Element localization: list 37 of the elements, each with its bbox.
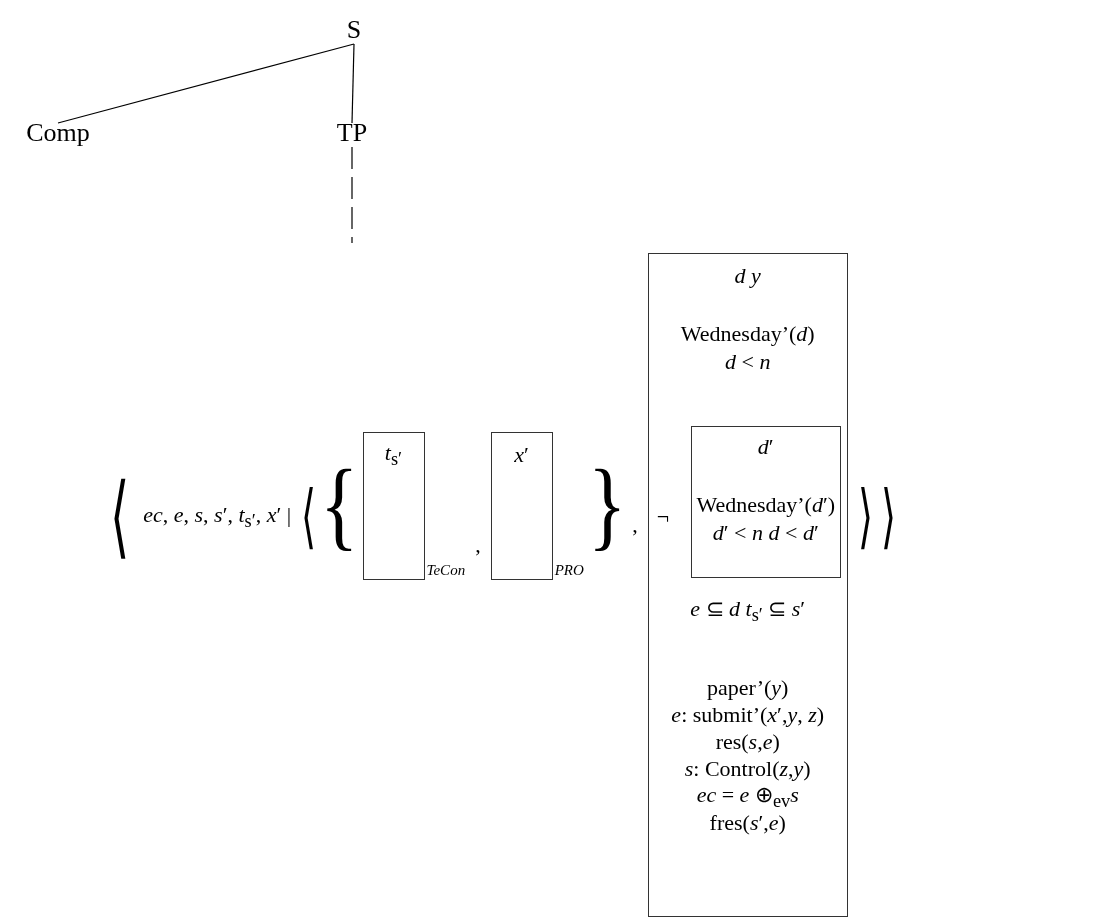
drs-box bbox=[362, 432, 425, 580]
formula-line: Wednesday’(d) bbox=[680, 321, 815, 347]
brace: } bbox=[587, 455, 627, 555]
angle-bracket: ⟨ bbox=[110, 472, 130, 562]
category-label: TP bbox=[336, 119, 368, 147]
formula-line: t$_{s′}$ bbox=[384, 440, 403, 470]
negation-sign: ¬ bbox=[656, 504, 670, 530]
formula-line: e: submit’(x′,y, z) bbox=[671, 702, 825, 728]
formula-text: ec, e, s, s′, t$_{s′}$, x′ | bbox=[143, 503, 292, 531]
formula-line: x′ bbox=[514, 442, 529, 468]
drs-box bbox=[690, 426, 841, 578]
formula-line: d′ bbox=[757, 434, 774, 460]
comma: , bbox=[632, 514, 638, 536]
tree-branch bbox=[57, 43, 355, 124]
formula-line: Wednesday’(d′) bbox=[696, 492, 836, 518]
angle-bracket: ⟩ bbox=[880, 482, 896, 552]
formula-line: d y bbox=[734, 263, 761, 289]
category-label: Comp bbox=[26, 119, 90, 147]
formula-line: res(s,e) bbox=[715, 729, 780, 755]
formula-line: d′ < n d < d′ bbox=[712, 520, 819, 546]
dashed-line bbox=[351, 146, 353, 244]
formula-line: e ⊆ d t$_{s′}$ ⊆ s′ bbox=[690, 596, 806, 626]
brace: { bbox=[320, 455, 359, 555]
category-label: S bbox=[346, 16, 362, 44]
formula-line: ec = e ⊕$_{ev}$s bbox=[696, 782, 799, 812]
formula-line: s: Control(z,y) bbox=[684, 756, 811, 782]
comma: , bbox=[475, 534, 481, 556]
subscript-label: TeCon bbox=[426, 562, 466, 579]
angle-bracket: ⟨ bbox=[301, 482, 317, 552]
angle-bracket: ⟩ bbox=[857, 482, 873, 552]
tree-branch bbox=[351, 43, 355, 124]
subscript-label: PRO bbox=[554, 562, 584, 579]
formula-line: fres(s′,e) bbox=[709, 810, 786, 836]
formula-line: paper’(y) bbox=[707, 675, 789, 701]
drs-box bbox=[490, 432, 553, 580]
drs-box bbox=[647, 253, 848, 917]
formula-line: d < n bbox=[725, 349, 771, 375]
